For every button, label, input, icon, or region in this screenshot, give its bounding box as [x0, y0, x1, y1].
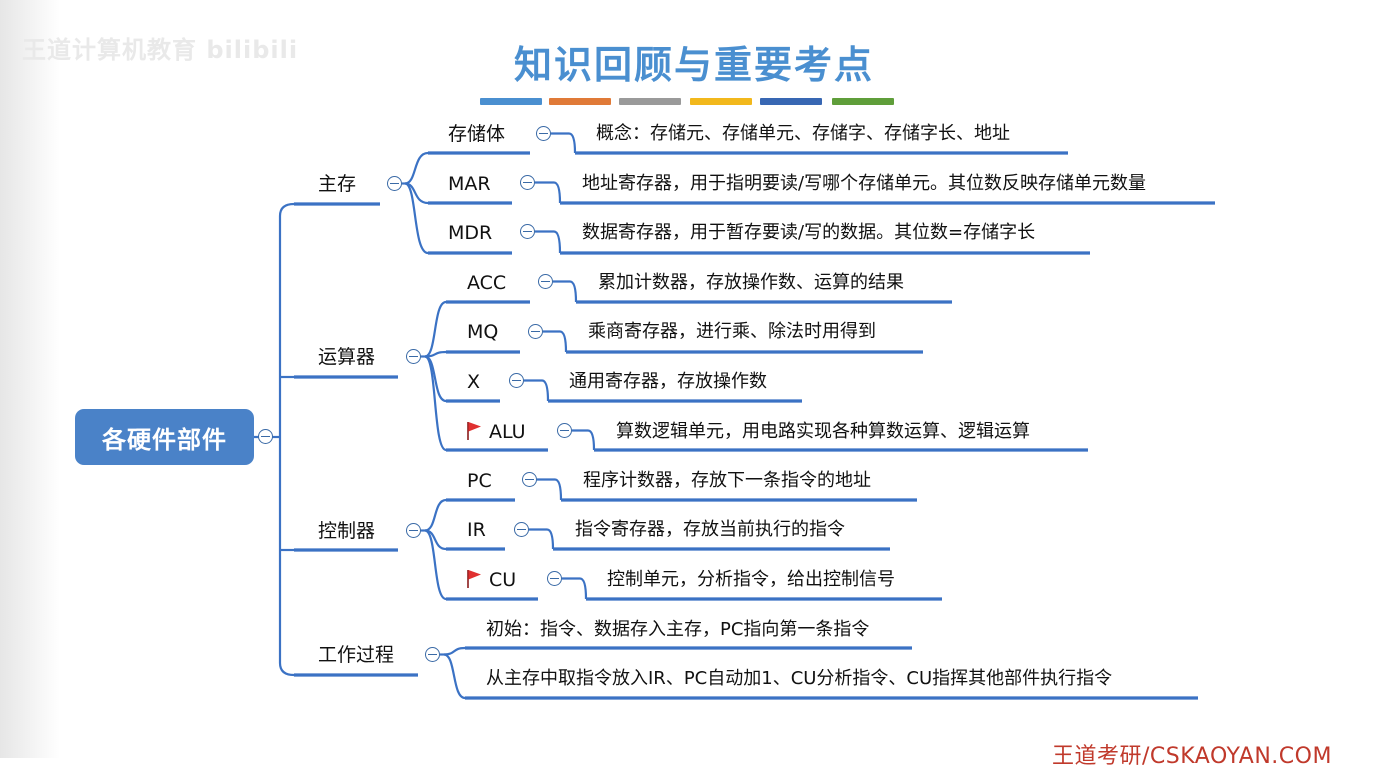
node-description[interactable]: 概念：存储元、存储单元、存储字、存储字长、地址: [596, 123, 1010, 144]
color-bar: [549, 98, 611, 105]
node-label[interactable]: IR: [467, 519, 486, 541]
collapse-icon-root[interactable]: [258, 429, 273, 444]
flag-icon: [467, 570, 481, 588]
root-node[interactable]: 各硬件部件: [75, 409, 254, 465]
node-description[interactable]: 指令寄存器，存放当前执行的指令: [575, 519, 845, 540]
collapse-icon[interactable]: [387, 176, 402, 191]
collapse-icon[interactable]: [536, 126, 551, 141]
collapse-icon[interactable]: [520, 224, 535, 239]
connector-line: [562, 577, 588, 600]
connector-line: [553, 280, 578, 303]
node-label[interactable]: PC: [467, 470, 492, 492]
connector-line: [535, 181, 562, 204]
node-description[interactable]: 地址寄存器，用于指明要读/写哪个存储单元。其位数反映存储单元数量: [582, 173, 1147, 194]
left-edge-shade: [0, 0, 60, 758]
connector-line: [404, 182, 429, 255]
branch-label[interactable]: 主存: [318, 173, 357, 195]
node-label[interactable]: CU: [489, 569, 517, 591]
collapse-icon[interactable]: [514, 522, 529, 537]
collapse-icon[interactable]: [538, 274, 553, 289]
collapse-icon[interactable]: [406, 523, 421, 538]
node-label[interactable]: ACC: [467, 272, 507, 294]
collapse-icon[interactable]: [547, 571, 562, 586]
connector-line: [524, 379, 550, 402]
connector-line: [424, 300, 447, 358]
connector-line: [551, 132, 577, 154]
connector-line: [278, 202, 295, 217]
collapse-icon[interactable]: [406, 349, 421, 364]
collapse-icon[interactable]: [557, 423, 572, 438]
node-description[interactable]: 程序计数器，存放下一条指令的地址: [583, 470, 871, 491]
connector-line: [529, 528, 555, 550]
page-title: 知识回顾与重要考点: [513, 43, 874, 87]
process-step[interactable]: 从主存中取指令放入IR、PC自动加1、CU分析指令、CU指挥其他部件执行指令: [486, 668, 1113, 689]
node-label[interactable]: ALU: [489, 421, 526, 443]
color-bar: [832, 98, 894, 105]
footer-brand: 王道考研/CSKAOYAN.COM: [1052, 744, 1332, 769]
node-label[interactable]: 存储体: [448, 123, 506, 145]
node-description[interactable]: 数据寄存器，用于暂存要读/写的数据。其位数=存储字长: [582, 222, 1036, 243]
connector-line: [424, 355, 447, 403]
connector-line: [537, 478, 563, 501]
node-label[interactable]: MAR: [448, 173, 491, 195]
color-bar: [619, 98, 681, 105]
collapse-icon[interactable]: [520, 175, 535, 190]
node-description[interactable]: 通用寄存器，存放操作数: [569, 371, 767, 392]
node-label[interactable]: X: [467, 371, 481, 393]
node-label[interactable]: MQ: [467, 321, 499, 343]
connector-line: [278, 662, 295, 677]
connector-line: [443, 653, 466, 700]
connector-line: [424, 529, 447, 601]
collapse-icon[interactable]: [425, 647, 440, 662]
connector-line: [443, 646, 466, 656]
node-description[interactable]: 控制单元，分析指令，给出控制信号: [607, 569, 895, 590]
connector-line: [535, 230, 562, 254]
watermark: 王道计算机教育 bilibili: [22, 36, 299, 64]
collapse-icon[interactable]: [528, 324, 543, 339]
color-bar: [480, 98, 542, 105]
connector-line: [404, 151, 429, 185]
node-description[interactable]: 乘商寄存器，进行乘、除法时用得到: [588, 321, 876, 342]
branch-label[interactable]: 工作过程: [318, 644, 395, 666]
collapse-icon[interactable]: [509, 373, 524, 388]
process-step[interactable]: 初始：指令、数据存入主存，PC指向第一条指令: [486, 619, 870, 640]
node-label[interactable]: MDR: [448, 222, 493, 244]
color-bar: [690, 98, 752, 105]
flag-icon: [467, 422, 481, 440]
collapse-icon[interactable]: [522, 472, 537, 487]
node-description[interactable]: 算数逻辑单元，用电路实现各种算数运算、逻辑运算: [616, 421, 1030, 442]
color-bar: [760, 98, 822, 105]
branch-label[interactable]: 运算器: [318, 346, 376, 368]
connector-line: [572, 429, 596, 451]
connector-line: [424, 355, 447, 452]
node-description[interactable]: 累加计数器，存放操作数、运算的结果: [598, 272, 904, 293]
branch-label[interactable]: 控制器: [318, 520, 376, 542]
connector-line: [424, 498, 447, 532]
connector-line: [543, 330, 568, 353]
